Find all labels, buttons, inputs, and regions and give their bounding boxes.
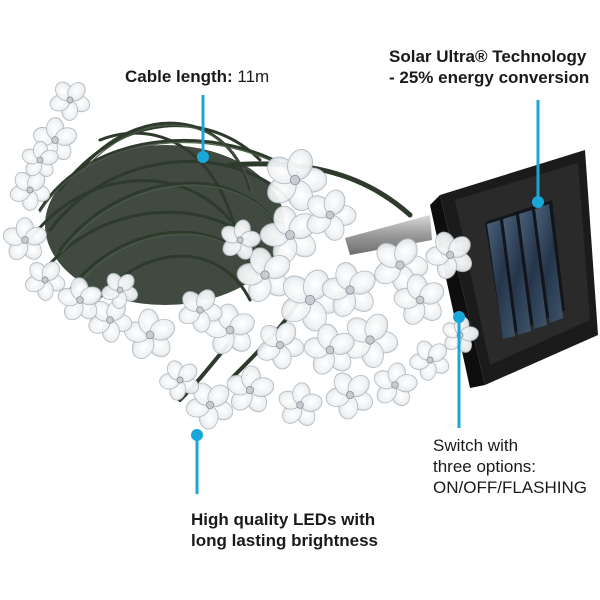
solar-technology-callout: Solar Ultra® Technology - 25% energy con… [389, 46, 599, 88]
led-flower [226, 365, 275, 413]
led-flower [101, 272, 139, 309]
led-callout-dot [191, 429, 203, 441]
led-flower [57, 277, 102, 321]
led-flower [124, 308, 176, 359]
led-flower [185, 382, 234, 430]
solar-callout-line1: Solar Ultra® Technology [389, 47, 587, 66]
led-flower [303, 323, 355, 375]
led-flower [425, 231, 473, 280]
led-flower [203, 303, 255, 355]
switch-callout-dot [453, 311, 465, 323]
led-flower [2, 217, 47, 260]
led-flower [325, 372, 373, 420]
led-quality-callout: High quality LEDs with long lasting brig… [191, 509, 451, 551]
led-flower [409, 340, 450, 381]
switch-callout-line1: Switch with [433, 436, 519, 455]
led-flowers [2, 81, 479, 430]
cable-length-callout: Cable length: 11m [125, 66, 269, 87]
callout-lines [191, 95, 544, 494]
led-flower [178, 289, 223, 333]
cable-callout-dot [197, 151, 209, 163]
switch-callout: Switch with three options: ON/OFF/FLASHI… [433, 435, 600, 498]
led-flower [393, 273, 445, 325]
led-flower [236, 247, 291, 303]
led-flower [88, 299, 133, 343]
led-flower [321, 262, 376, 317]
led-flower [373, 362, 418, 407]
cable-length-label: Cable length: [125, 67, 233, 86]
led-flower [21, 141, 59, 177]
led-flower [221, 219, 261, 260]
led-flower [24, 261, 66, 301]
led-flower [159, 360, 199, 401]
switch-callout-line3: ON/OFF/FLASHING [433, 478, 587, 497]
led-flower [9, 171, 51, 211]
ground-stake [345, 215, 432, 255]
solar-callout-dot [532, 196, 544, 208]
solar-cells [487, 204, 563, 339]
led-flower [306, 189, 357, 241]
switch-callout-line2: three options: [433, 457, 537, 476]
cable-length-value: 11m [237, 67, 270, 86]
led-flower [49, 81, 91, 121]
led-callout-line2: long lasting brightness [191, 531, 379, 550]
led-flower [267, 149, 328, 211]
led-flower [278, 382, 323, 426]
solar-callout-line2: - 25% energy conversion [389, 68, 590, 87]
led-flower [257, 322, 305, 370]
led-callout-line1: High quality LEDs with [191, 510, 376, 529]
